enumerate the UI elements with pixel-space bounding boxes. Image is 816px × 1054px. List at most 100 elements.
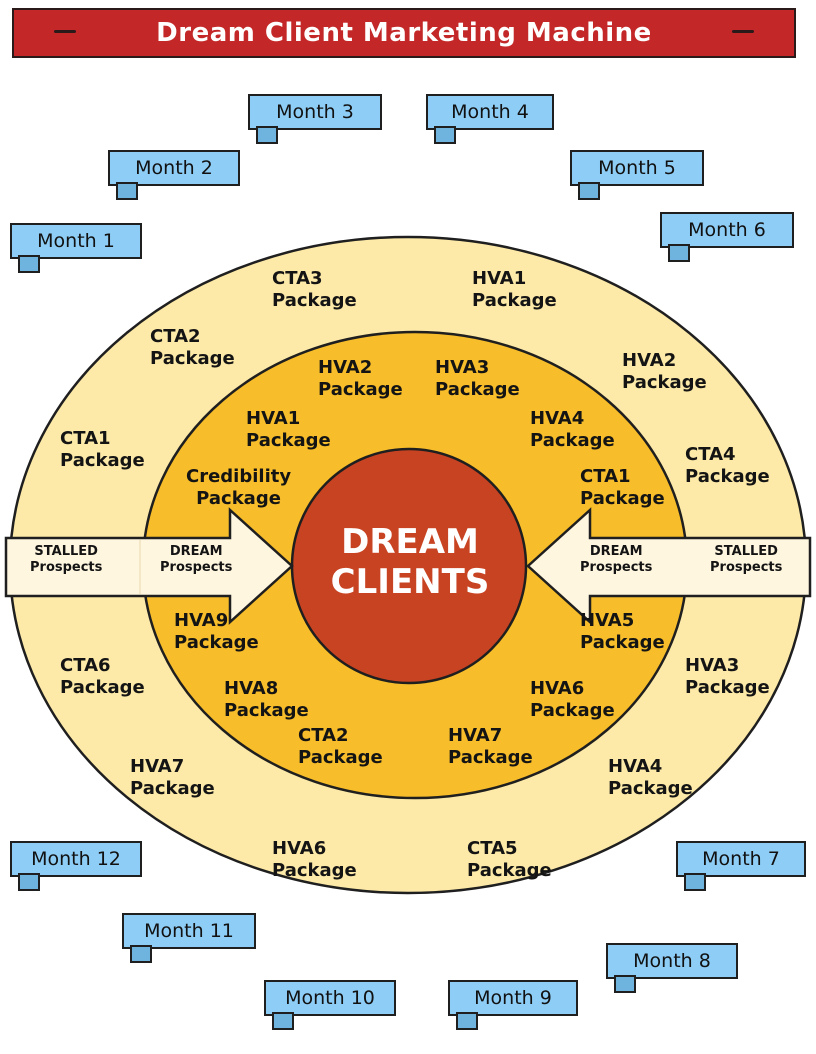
package-text: DREAM	[169, 544, 223, 559]
package-text: CTA4	[685, 444, 736, 465]
package-text: HVA4	[608, 756, 663, 777]
banner-left-mark	[54, 30, 76, 33]
package-text: Package	[580, 488, 665, 509]
package-text: Package	[530, 700, 615, 721]
banner-right-mark	[732, 30, 754, 33]
center-label: DREAM CLIENTS	[300, 522, 520, 602]
package-text: Prospects	[30, 560, 103, 575]
package-text: Package	[448, 747, 533, 768]
package-text: Package	[685, 466, 770, 487]
month-ribbon-11: Month 11	[122, 913, 256, 963]
ribbon-tail	[614, 975, 636, 993]
package-text: CTA3	[272, 268, 323, 289]
month-label: Month 8	[633, 950, 711, 972]
ribbon-tail	[668, 244, 690, 262]
package-text: Package	[467, 860, 552, 881]
center-line-2: CLIENTS	[330, 562, 490, 602]
package-text: HVA5	[580, 610, 635, 631]
center-line-1: DREAM	[341, 522, 479, 562]
ribbon-tail	[578, 182, 600, 200]
month-ribbon-6: Month 6	[660, 212, 794, 262]
package-text: Package	[174, 632, 259, 653]
package-text: STALLED	[34, 544, 98, 559]
ribbon-tail	[130, 945, 152, 963]
package-text: Package	[530, 430, 615, 451]
month-label: Month 11	[144, 920, 234, 942]
left-arrow	[4, 507, 294, 625]
package-text: Package	[224, 700, 309, 721]
package-text: CTA2	[298, 725, 349, 746]
month-ribbon-9: Month 9	[448, 980, 578, 1030]
package-text: Package	[472, 290, 557, 311]
month-label: Month 1	[37, 230, 115, 252]
package-text: Package	[435, 379, 520, 400]
ribbon-tail	[272, 1012, 294, 1030]
month-ribbon-7: Month 7	[676, 841, 806, 891]
package-text: STALLED	[714, 544, 778, 559]
package-text: Prospects	[160, 560, 233, 575]
package-text: Package	[685, 677, 770, 698]
month-label: Month 9	[474, 987, 552, 1009]
package-text: Credibility	[186, 466, 292, 487]
month-label: Month 4	[451, 101, 529, 123]
ribbon-tail	[456, 1012, 478, 1030]
month-label: Month 6	[688, 219, 766, 241]
title-banner: Dream Client Marketing Machine	[12, 8, 796, 58]
package-text: Package	[580, 632, 665, 653]
package-text: DREAM	[589, 544, 643, 559]
month-label: Month 5	[598, 157, 676, 179]
package-text: Package	[272, 860, 357, 881]
package-text: HVA2	[622, 350, 677, 371]
month-label: Month 2	[135, 157, 213, 179]
month-label: Month 7	[702, 848, 780, 870]
month-label: Month 10	[285, 987, 375, 1009]
month-ribbon-1: Month 1	[10, 223, 142, 273]
package-text: Package	[608, 778, 693, 799]
package-text: CTA2	[150, 326, 201, 347]
package-text: HVA2	[318, 357, 373, 378]
month-ribbon-2: Month 2	[108, 150, 240, 200]
package-text: Package	[130, 778, 215, 799]
package-text: CTA6	[60, 655, 111, 676]
package-text: HVA7	[130, 756, 185, 777]
package-text: Package	[196, 488, 281, 509]
package-text: HVA6	[530, 678, 585, 699]
month-label: Month 3	[276, 101, 354, 123]
ribbon-tail	[684, 873, 706, 891]
package-text: Package	[60, 677, 145, 698]
ribbon-tail	[256, 126, 278, 144]
right-arrow	[526, 507, 812, 625]
package-text: HVA3	[685, 655, 740, 676]
package-text: HVA1	[472, 268, 527, 289]
ribbon-tail	[18, 255, 40, 273]
package-text: CTA1	[60, 428, 111, 449]
month-ribbon-4: Month 4	[426, 94, 554, 144]
package-text: Package	[318, 379, 403, 400]
package-text: HVA4	[530, 408, 585, 429]
package-text: Package	[298, 747, 383, 768]
package-text: Package	[60, 450, 145, 471]
page-title: Dream Client Marketing Machine	[156, 18, 652, 48]
